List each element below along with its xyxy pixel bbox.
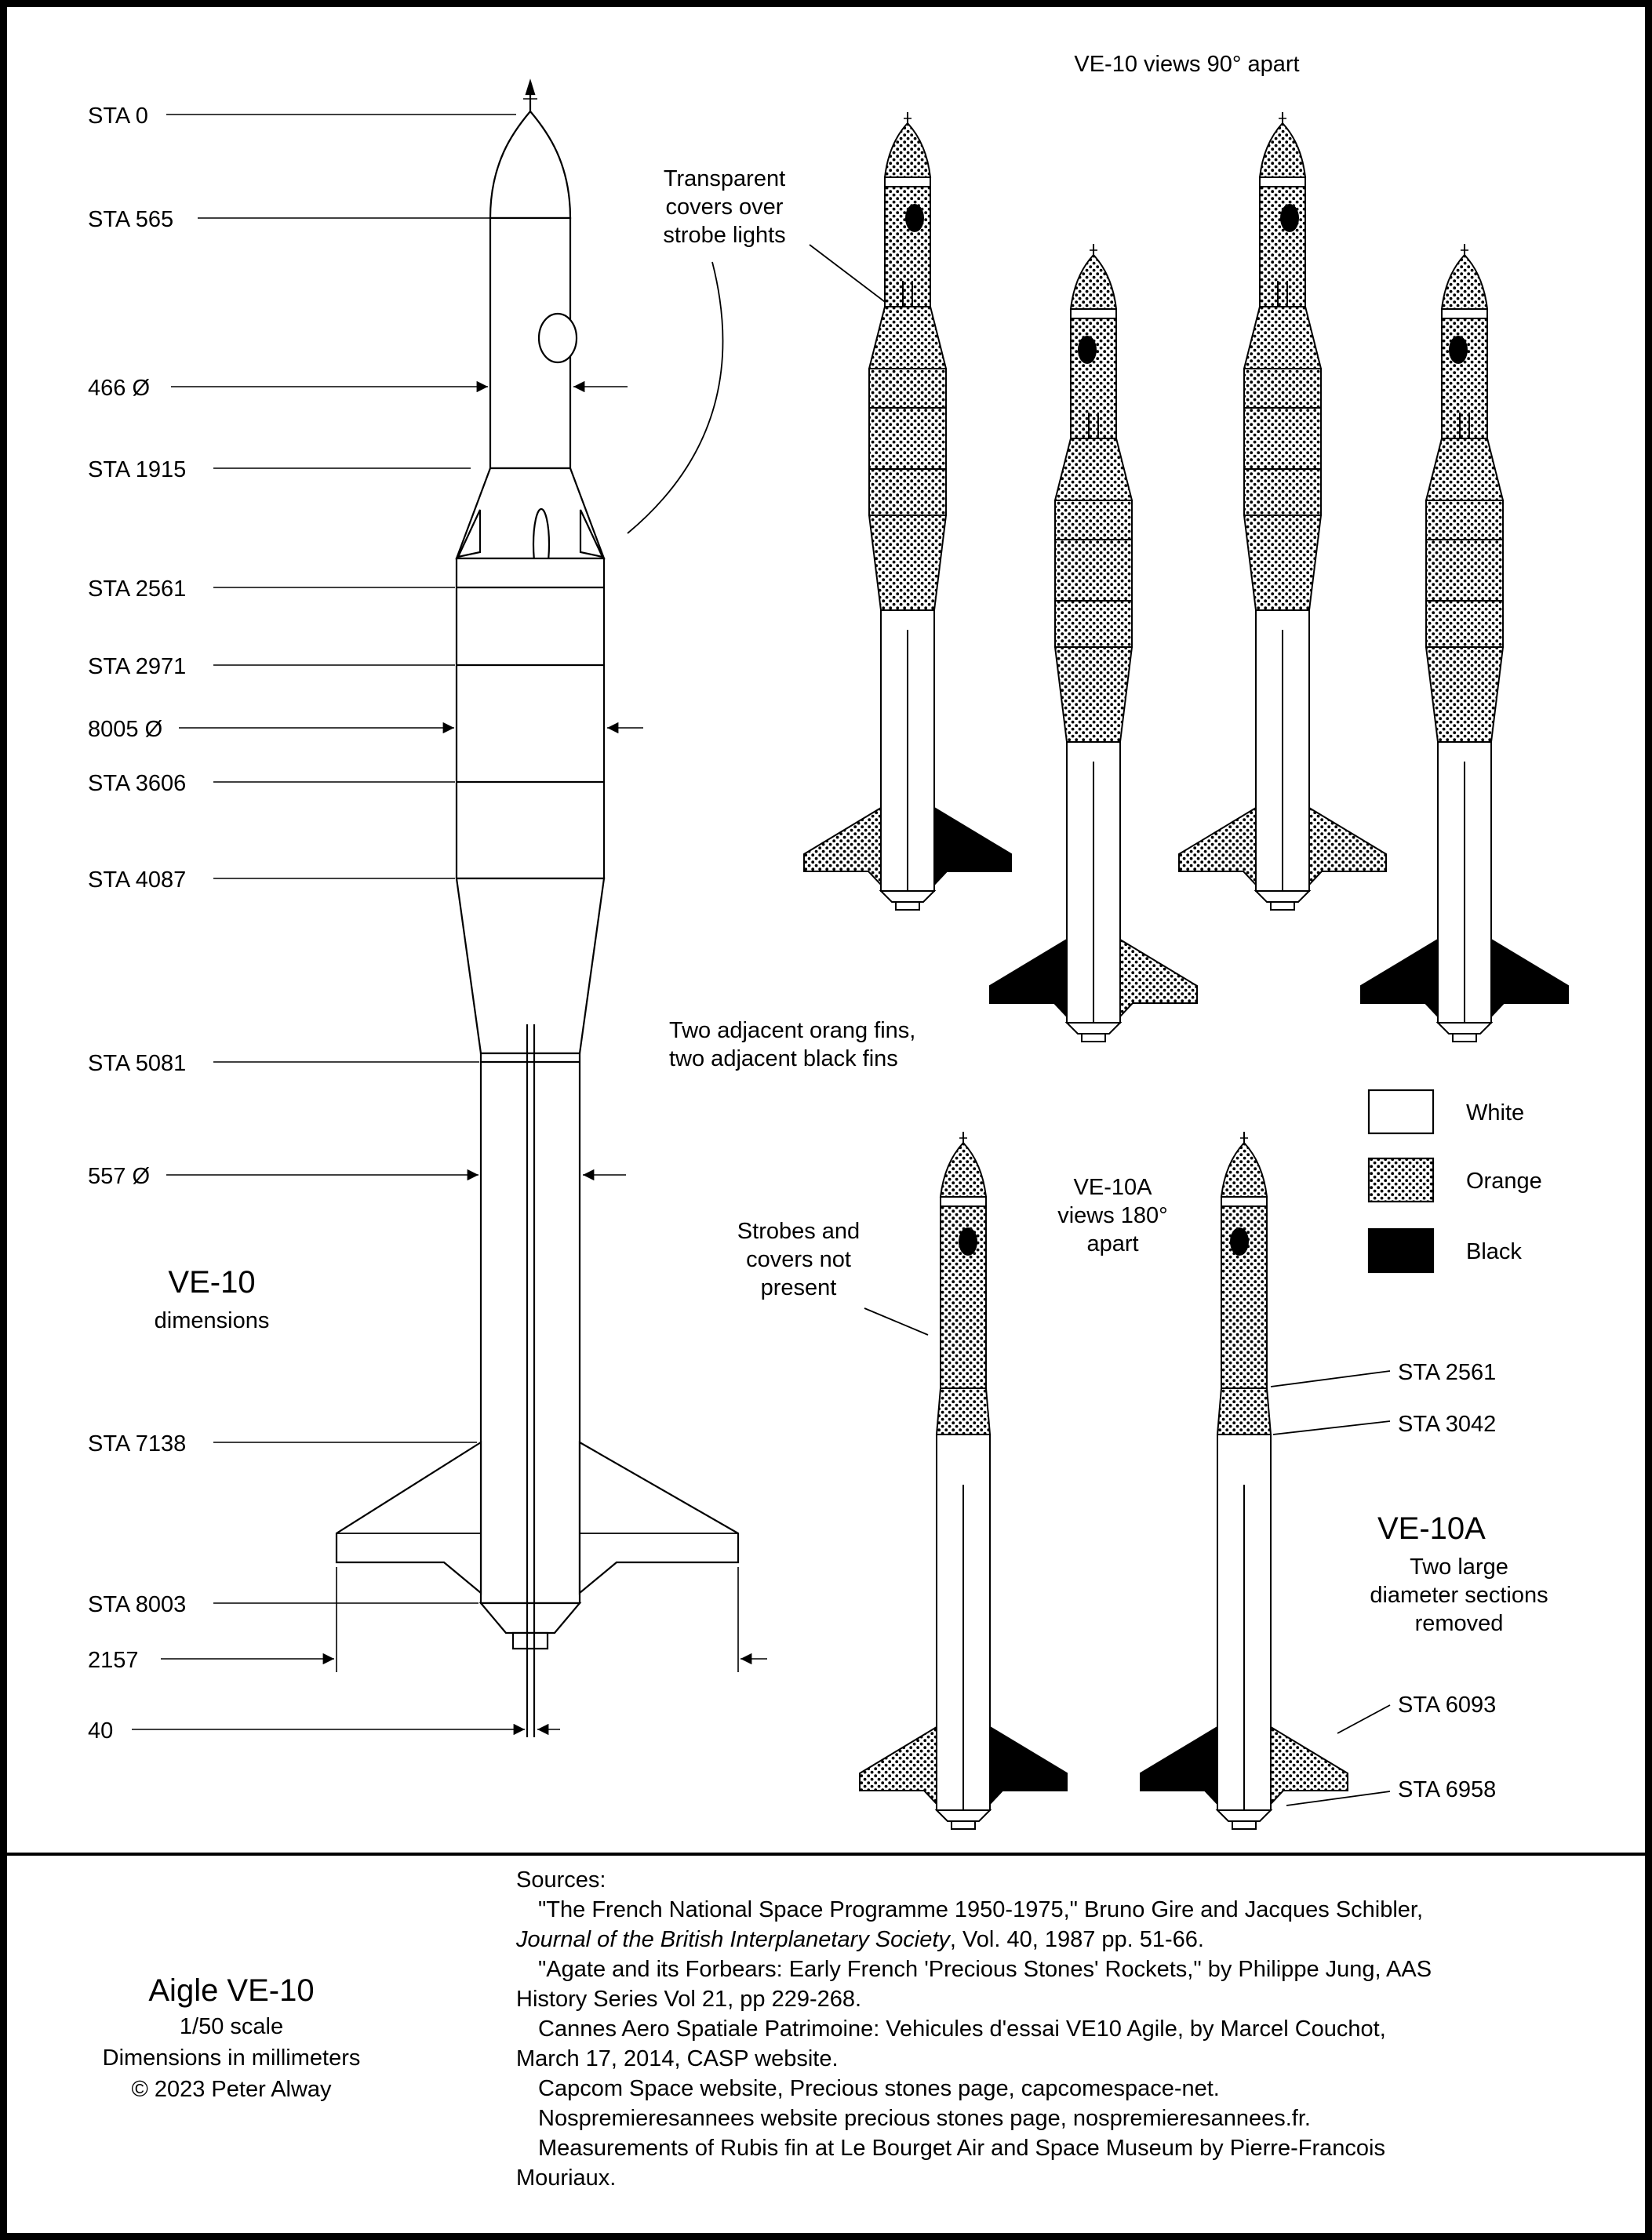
lower-body [479, 1052, 581, 1605]
nose-cone [1440, 253, 1489, 310]
nose-cone [1258, 122, 1307, 178]
source-item-1-journal: Journal of the British Interplanetary So… [516, 1927, 950, 1952]
left-fin [989, 938, 1068, 1019]
ve10-view-3 [1178, 112, 1387, 911]
strobe-light [959, 1227, 977, 1256]
ve10-view-1 [803, 112, 1012, 911]
source-item-1-text: "The French National Space Programme 195… [538, 1897, 1424, 1922]
ve10a-view-1 [859, 1132, 1068, 1830]
dim-label-sta3606: STA 3606 [88, 771, 187, 796]
views-title: VE-10 views 90° apart [1074, 52, 1300, 77]
strobe-light [1280, 204, 1299, 232]
right-fin [933, 806, 1012, 887]
source-item-3: Cannes Aero Spatiale Patrimoine: Vehicul… [516, 2016, 1386, 2071]
ve10a-label-sta3042: STA 3042 [1398, 1412, 1497, 1437]
ve10a-label-sta6958: STA 6958 [1398, 1777, 1497, 1802]
title-block: Aigle VE-10 1/50 scale Dimensions in mil… [47, 1970, 416, 2105]
left-fin [1360, 938, 1439, 1019]
sources-heading: Sources: [516, 1867, 606, 1893]
left-fin [1178, 806, 1257, 887]
sources-block: Sources: "The French National Space Prog… [516, 1865, 1450, 2193]
ve10a-title: VE-10A [1377, 1511, 1486, 1546]
right-fin [1119, 938, 1198, 1019]
nose-cone [1069, 253, 1118, 310]
dim-label-sta7138: STA 7138 [88, 1431, 187, 1456]
source-item-4: Capcom Space website, Precious stones pa… [538, 2076, 1220, 2101]
legend-swatch-black [1367, 1227, 1435, 1274]
strobe-covers-note: Transparent covers over strobe lights [663, 166, 786, 248]
dimension-lines [132, 114, 767, 1736]
fins-note: Two adjacent orang fins, two adjacent bl… [669, 1018, 916, 1071]
source-item-6: Measurements of Rubis fin at Le Bourget … [516, 2136, 1385, 2191]
dim-label-dia8005: 8005 Ø [88, 717, 163, 742]
legend-swatch-white [1367, 1089, 1435, 1135]
legend-label-orange: Orange [1466, 1169, 1542, 1194]
ve10a-label-sta6093: STA 6093 [1398, 1693, 1497, 1718]
rocket-views-group [803, 112, 1569, 1830]
left-fin [1140, 1725, 1218, 1806]
ve10a-views-note: VE-10A views 180° apart [1057, 1175, 1168, 1256]
ve10a-subtitle: Two large diameter sections removed [1370, 1555, 1548, 1636]
antenna-tip-icon [525, 78, 536, 96]
color-legend [1367, 1089, 1435, 1274]
legend-label-white: White [1466, 1100, 1525, 1125]
right-fin [989, 1725, 1068, 1806]
source-item-5: Nospremieresannees website precious ston… [538, 2106, 1311, 2131]
annotation-leaders [627, 244, 1391, 1806]
strobe-light [905, 204, 924, 232]
drawing-copyright: © 2023 Peter Alway [131, 2077, 332, 2102]
hatch-port [537, 312, 578, 364]
nose-cone [939, 1141, 988, 1198]
strobe-light [1078, 336, 1097, 364]
strobes-absent-note: Strobes and covers not present [737, 1219, 861, 1300]
dim-label-sta1915: STA 1915 [88, 457, 187, 482]
nose-cone [883, 122, 932, 178]
dim-label-sta8003: STA 8003 [88, 1592, 187, 1617]
drawing-scale: 1/50 scale [179, 2014, 284, 2039]
strobe-light [1449, 336, 1468, 364]
mid-body [455, 557, 606, 880]
legend-swatch-orange [1367, 1157, 1435, 1203]
ve10-view-2 [989, 244, 1198, 1042]
source-item-1: "The French National Space Programme 195… [516, 1895, 1450, 1955]
dim-label-sta4087: STA 4087 [88, 867, 187, 893]
ve10-dim-title: VE-10 [168, 1265, 256, 1300]
dim-label-span2157: 2157 [88, 1648, 139, 1673]
left-fin [803, 806, 882, 887]
ve10a-view-2 [1140, 1132, 1348, 1830]
ve10-dim-subtitle: dimensions [154, 1308, 270, 1333]
drawing-units: Dimensions in millimeters [102, 2045, 361, 2071]
strobe-light [1230, 1227, 1249, 1256]
dim-label-sta0: STA 0 [88, 104, 148, 129]
dim-label-sta2971: STA 2971 [88, 654, 187, 679]
dim-label-dia557: 557 Ø [88, 1164, 150, 1189]
dim-label-dia466: 466 Ø [88, 376, 150, 401]
right-fin [1308, 806, 1387, 887]
ve10-view-4 [1360, 244, 1569, 1042]
dim-label-sta565: STA 565 [88, 207, 174, 232]
left-fin [335, 1441, 482, 1595]
dim-label-sta2561: STA 2561 [88, 576, 187, 602]
dim-label-sta5081: STA 5081 [88, 1051, 187, 1076]
source-item-1-tail: , Vol. 40, 1987 pp. 51-66. [949, 1927, 1204, 1952]
ve10-dimension-drawing [335, 78, 740, 1737]
left-fin [859, 1725, 937, 1806]
right-fin [1270, 1725, 1348, 1806]
taper-section [455, 877, 606, 1055]
drawing-title: Aigle VE-10 [148, 1973, 315, 2008]
ve10a-label-sta2561: STA 2561 [1398, 1360, 1497, 1385]
nose-cone [1220, 1141, 1268, 1198]
legend-label-black: Black [1466, 1239, 1522, 1264]
right-fin [578, 1441, 740, 1595]
right-fin [1490, 938, 1569, 1019]
panel-divider [0, 1853, 1652, 1856]
dim-label-lug40: 40 [88, 1718, 114, 1744]
nose-cone [489, 110, 572, 220]
source-item-2: "Agate and its Forbears: Early French 'P… [516, 1957, 1432, 2012]
